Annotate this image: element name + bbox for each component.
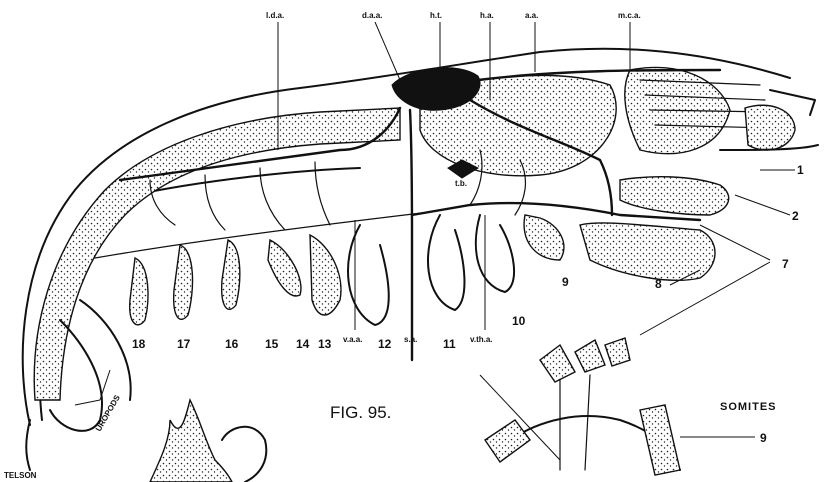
label-lda: l.d.a. (266, 11, 284, 20)
label-ha: h.a. (480, 11, 494, 20)
number-14: 14 (296, 337, 310, 351)
label-ht: h.t. (430, 11, 442, 20)
abdominal-gut (34, 108, 400, 400)
number-2: 2 (792, 209, 799, 223)
number-10: 10 (512, 314, 526, 328)
label-somites: SOMITES (720, 401, 777, 413)
number-7: 7 (782, 257, 789, 271)
label-vaa: v.a.a. (343, 335, 362, 344)
pleopods (130, 235, 341, 325)
ventral-line (95, 212, 430, 258)
leaf-subfigure (150, 400, 266, 482)
label-mca: m.c.a. (618, 11, 641, 20)
number-9-somites: 9 (760, 431, 767, 445)
label-sa: s.a. (404, 335, 417, 344)
number-15: 15 (265, 337, 279, 351)
number-17: 17 (177, 337, 191, 351)
walking-legs (348, 177, 729, 325)
number-18: 18 (132, 337, 146, 351)
number-9: 9 (562, 275, 569, 289)
label-uropods: UROPODS (94, 393, 122, 433)
number-16: 16 (225, 337, 239, 351)
label-tb: t.b. (455, 179, 467, 188)
label-vtha: v.th.a. (470, 335, 493, 344)
somites-subfigure (485, 338, 680, 475)
label-aa: a.a. (525, 11, 538, 20)
number-13: 13 (318, 337, 332, 351)
label-telson: TELSON (4, 471, 37, 480)
figure-title: FIG. 95. (330, 403, 391, 422)
number-1: 1 (797, 163, 804, 177)
number-12: 12 (378, 337, 392, 351)
number-11: 11 (443, 337, 456, 351)
label-daa: d.a.a. (362, 11, 382, 20)
number-8: 8 (655, 277, 662, 291)
